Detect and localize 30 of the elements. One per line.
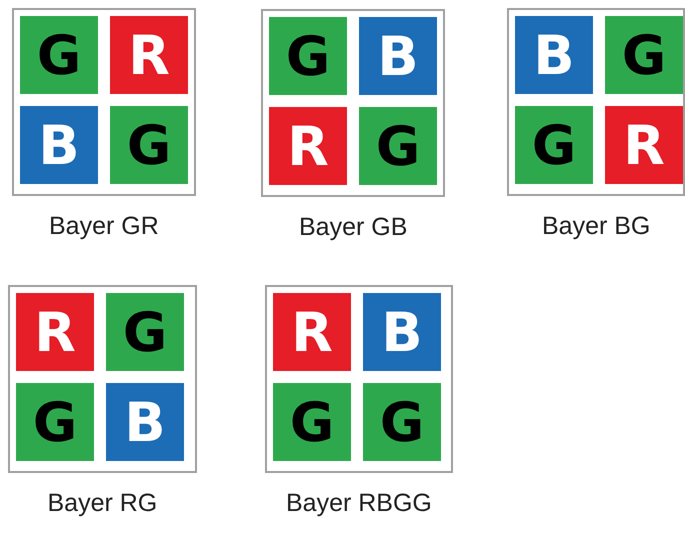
color-filter-cell: R [273,293,351,371]
color-filter-cell: B [359,17,437,95]
color-filter-cell: G [16,383,94,461]
pattern-frame [507,8,685,196]
color-filter-cell: R [269,107,347,185]
color-filter-cell: R [110,16,188,94]
color-filter-cell: G [359,107,437,185]
color-filter-cell: G [363,383,441,461]
color-filter-cell: G [106,293,184,371]
color-filter-cell: G [273,383,351,461]
pattern-caption: Bayer GB [299,213,408,242]
color-filter-cell: G [110,106,188,184]
color-filter-cell: G [20,16,98,94]
pattern-frame [12,8,196,196]
pattern-frame [8,285,197,473]
color-filter-cell: G [605,16,683,94]
color-filter-cell: B [20,106,98,184]
pattern-caption: Bayer RBGG [286,489,432,518]
pattern-caption: Bayer RG [48,489,158,518]
color-filter-cell: B [515,16,593,94]
color-filter-cell: B [363,293,441,371]
color-filter-cell: R [16,293,94,371]
color-filter-cell: G [269,17,347,95]
pattern-frame [261,9,445,197]
color-filter-cell: G [515,106,593,184]
color-filter-cell: B [106,383,184,461]
pattern-caption: Bayer BG [542,212,650,241]
pattern-frame [265,285,453,473]
pattern-caption: Bayer GR [49,212,159,241]
color-filter-cell: R [605,106,683,184]
